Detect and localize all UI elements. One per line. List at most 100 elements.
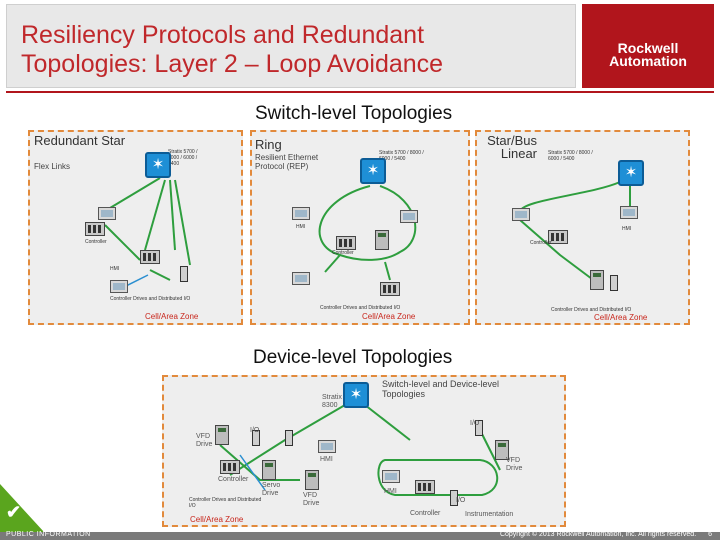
io-module-icon xyxy=(610,275,618,291)
hmi-icon xyxy=(400,210,418,223)
drive-icon xyxy=(590,270,604,290)
ring-title: Ring xyxy=(255,137,282,152)
switch-level-heading: Switch-level Topologies xyxy=(255,103,453,124)
device-level-heading: Device-level Topologies xyxy=(253,347,453,368)
zone-redundant-star xyxy=(28,130,243,325)
io-label: I/O xyxy=(250,427,260,434)
ring-switch-note: Stratix 5700 / 8000 / 6000 / 5400 xyxy=(379,150,424,162)
io-module-icon xyxy=(450,490,458,506)
dev-ring xyxy=(377,459,499,496)
device-level-note: Switch-level and Device-level Topologies xyxy=(382,379,500,399)
vfd-drive-label: VFD Drive xyxy=(506,457,523,472)
link-linear-3 xyxy=(519,219,601,286)
io-label: I/O xyxy=(456,497,466,504)
link-star-1 xyxy=(109,177,161,209)
zone-label: Cell/Area Zone xyxy=(145,312,199,321)
copyright-footer: Copyright © 2013 Rockwell Automation, In… xyxy=(500,531,712,538)
link-ring-2 xyxy=(384,261,391,281)
io-label: I/O xyxy=(470,420,480,427)
zone-linear xyxy=(475,130,690,325)
io-module-icon xyxy=(180,266,188,282)
link-blue-2 xyxy=(239,454,266,491)
public-information-label: PUBLIC INFORMATION xyxy=(6,531,91,538)
header-divider xyxy=(6,91,714,93)
servo-drive-label: Servo Drive xyxy=(262,482,281,497)
stratix-8300-label: Stratix 8300 xyxy=(322,394,342,409)
controller-rack-icon xyxy=(85,222,105,236)
star-hmi-label: HMI xyxy=(110,266,120,272)
linear-bottom-label: Controller Drives and Distributed I/O xyxy=(551,307,632,313)
hmi-icon xyxy=(512,208,530,221)
controller-rack-icon xyxy=(220,460,240,474)
hmi-icon xyxy=(382,470,400,483)
rockwell-logo: Rockwell Automation xyxy=(582,4,714,88)
ring-hmi-label: HMI xyxy=(296,224,306,230)
redundant-star-title: Redundant Star xyxy=(34,133,126,148)
vfd-drive-label: VFD Drive xyxy=(196,433,213,448)
check-icon: ✔ xyxy=(6,502,22,522)
switch-icon xyxy=(360,158,386,184)
slide-header: Resiliency Protocols and Redundant Topol… xyxy=(0,0,720,93)
link-dev-3 xyxy=(219,444,300,481)
hmi-icon xyxy=(292,272,310,285)
page-number: 6 xyxy=(708,531,712,538)
switch-icon xyxy=(618,160,644,186)
controller-rack-icon xyxy=(548,230,568,244)
controller-rack-icon xyxy=(140,250,160,264)
zone-label: Cell/Area Zone xyxy=(190,515,244,524)
io-module-icon xyxy=(475,420,483,436)
drive-icon xyxy=(215,425,229,445)
hmi-icon xyxy=(318,440,336,453)
hmi-icon xyxy=(620,206,638,219)
controller-rack-icon xyxy=(380,282,400,296)
redundant-star-subtitle: Flex Links xyxy=(34,162,71,171)
logo-line-2: Automation xyxy=(609,53,687,69)
footer-bar xyxy=(0,532,720,540)
drive-icon xyxy=(305,470,319,490)
device-bottom-label: Controller Drives and Distributed I/O xyxy=(189,497,262,509)
link-star-6 xyxy=(149,269,171,281)
link-star-3 xyxy=(169,179,176,251)
link-dev-4 xyxy=(479,429,501,471)
hmi-icon xyxy=(110,280,128,293)
switch-icon xyxy=(145,152,171,178)
controller-rack-icon xyxy=(336,236,356,250)
linear-title: Star/Bus Linear xyxy=(487,133,537,161)
controller-label: Controller xyxy=(218,476,249,483)
logo-line-1: Rockwell xyxy=(617,40,679,56)
redundant-star-switch-note: Stratix 5700 / 8000 / 6000 / 5400 xyxy=(168,149,198,167)
linear-switch-note: Stratix 5700 / 8000 / 6000 / 5400 xyxy=(548,150,593,162)
link-star-2 xyxy=(144,179,166,251)
hmi-icon xyxy=(292,207,310,220)
linear-controller-label: Controller xyxy=(530,240,552,246)
title-line-1: Resiliency Protocols and Redundant xyxy=(21,21,425,49)
vfd-drive-label: VFD Drive xyxy=(303,492,320,507)
title-box: Resiliency Protocols and Redundant Topol… xyxy=(6,4,576,88)
hmi-label: HMI xyxy=(384,488,397,495)
ring-subtitle: Resilient Ethernet Protocol (REP) xyxy=(255,153,319,171)
zone-label: Cell/Area Zone xyxy=(594,313,648,322)
link-star-4 xyxy=(174,179,191,266)
drive-icon xyxy=(495,440,509,460)
ring-bottom-label: Controller Drives and Distributed I/O xyxy=(320,305,401,311)
slide-title: Resiliency Protocols and Redundant Topol… xyxy=(21,21,571,79)
io-module-icon xyxy=(285,430,293,446)
link-star-5 xyxy=(104,224,141,261)
controller-label: Controller xyxy=(410,510,441,517)
star-controller-label: Controller xyxy=(85,239,107,245)
drive-icon xyxy=(375,230,389,250)
link-dev-2 xyxy=(364,404,411,441)
ring-controller-label: Controller xyxy=(332,250,354,256)
link-linear-1 xyxy=(519,181,621,213)
linear-hmi-label: HMI xyxy=(622,226,632,232)
link-ring-1 xyxy=(324,254,341,273)
title-line-2: Topologies: Layer 2 – Loop Avoidance xyxy=(21,50,444,78)
copyright-text: Copyright © 2013 Rockwell Automation, In… xyxy=(499,531,697,538)
hmi-icon xyxy=(98,207,116,220)
controller-rack-icon xyxy=(415,480,435,494)
switch-icon xyxy=(343,382,369,408)
hmi-label: HMI xyxy=(320,456,333,463)
instrumentation-label: Instrumentation xyxy=(465,511,514,518)
zone-label: Cell/Area Zone xyxy=(362,312,416,321)
